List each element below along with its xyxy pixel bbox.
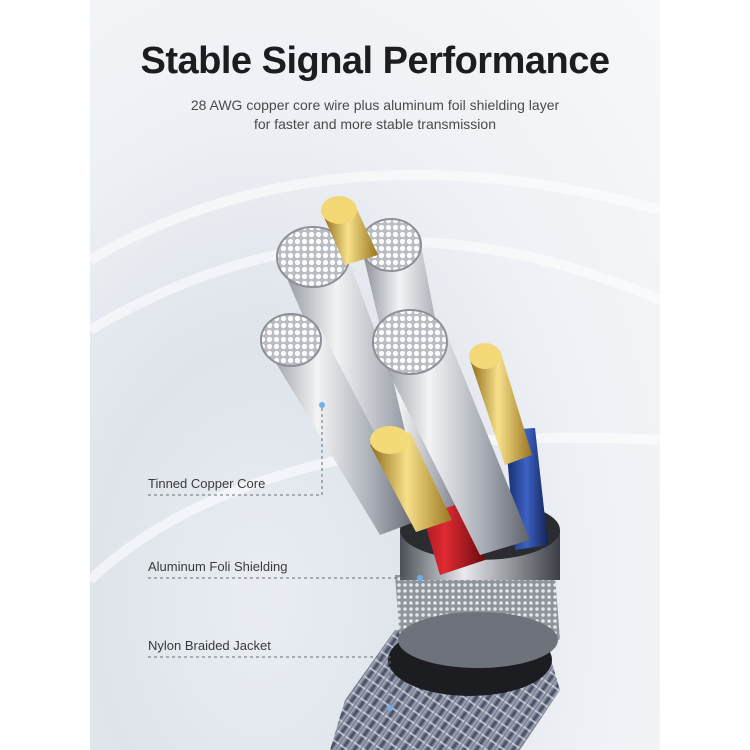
subtitle-line-2: for faster and more stable transmission	[254, 116, 496, 132]
gold-pins	[321, 196, 532, 532]
page-title: Stable Signal Performance	[140, 40, 611, 82]
label-tinned-copper-core: Tinned Copper Core	[148, 476, 266, 491]
label-nylon-braided-jacket: Nylon Braided Jacket	[148, 638, 271, 653]
label-aluminum-shielding: Aluminum Foli Shielding	[148, 559, 288, 574]
subtitle-line-1: 28 AWG copper core wire plus aluminum fo…	[190, 97, 560, 113]
subtitle: 28 AWG copper core wire plus aluminum fo…	[150, 96, 600, 134]
callout-lines	[148, 405, 420, 708]
